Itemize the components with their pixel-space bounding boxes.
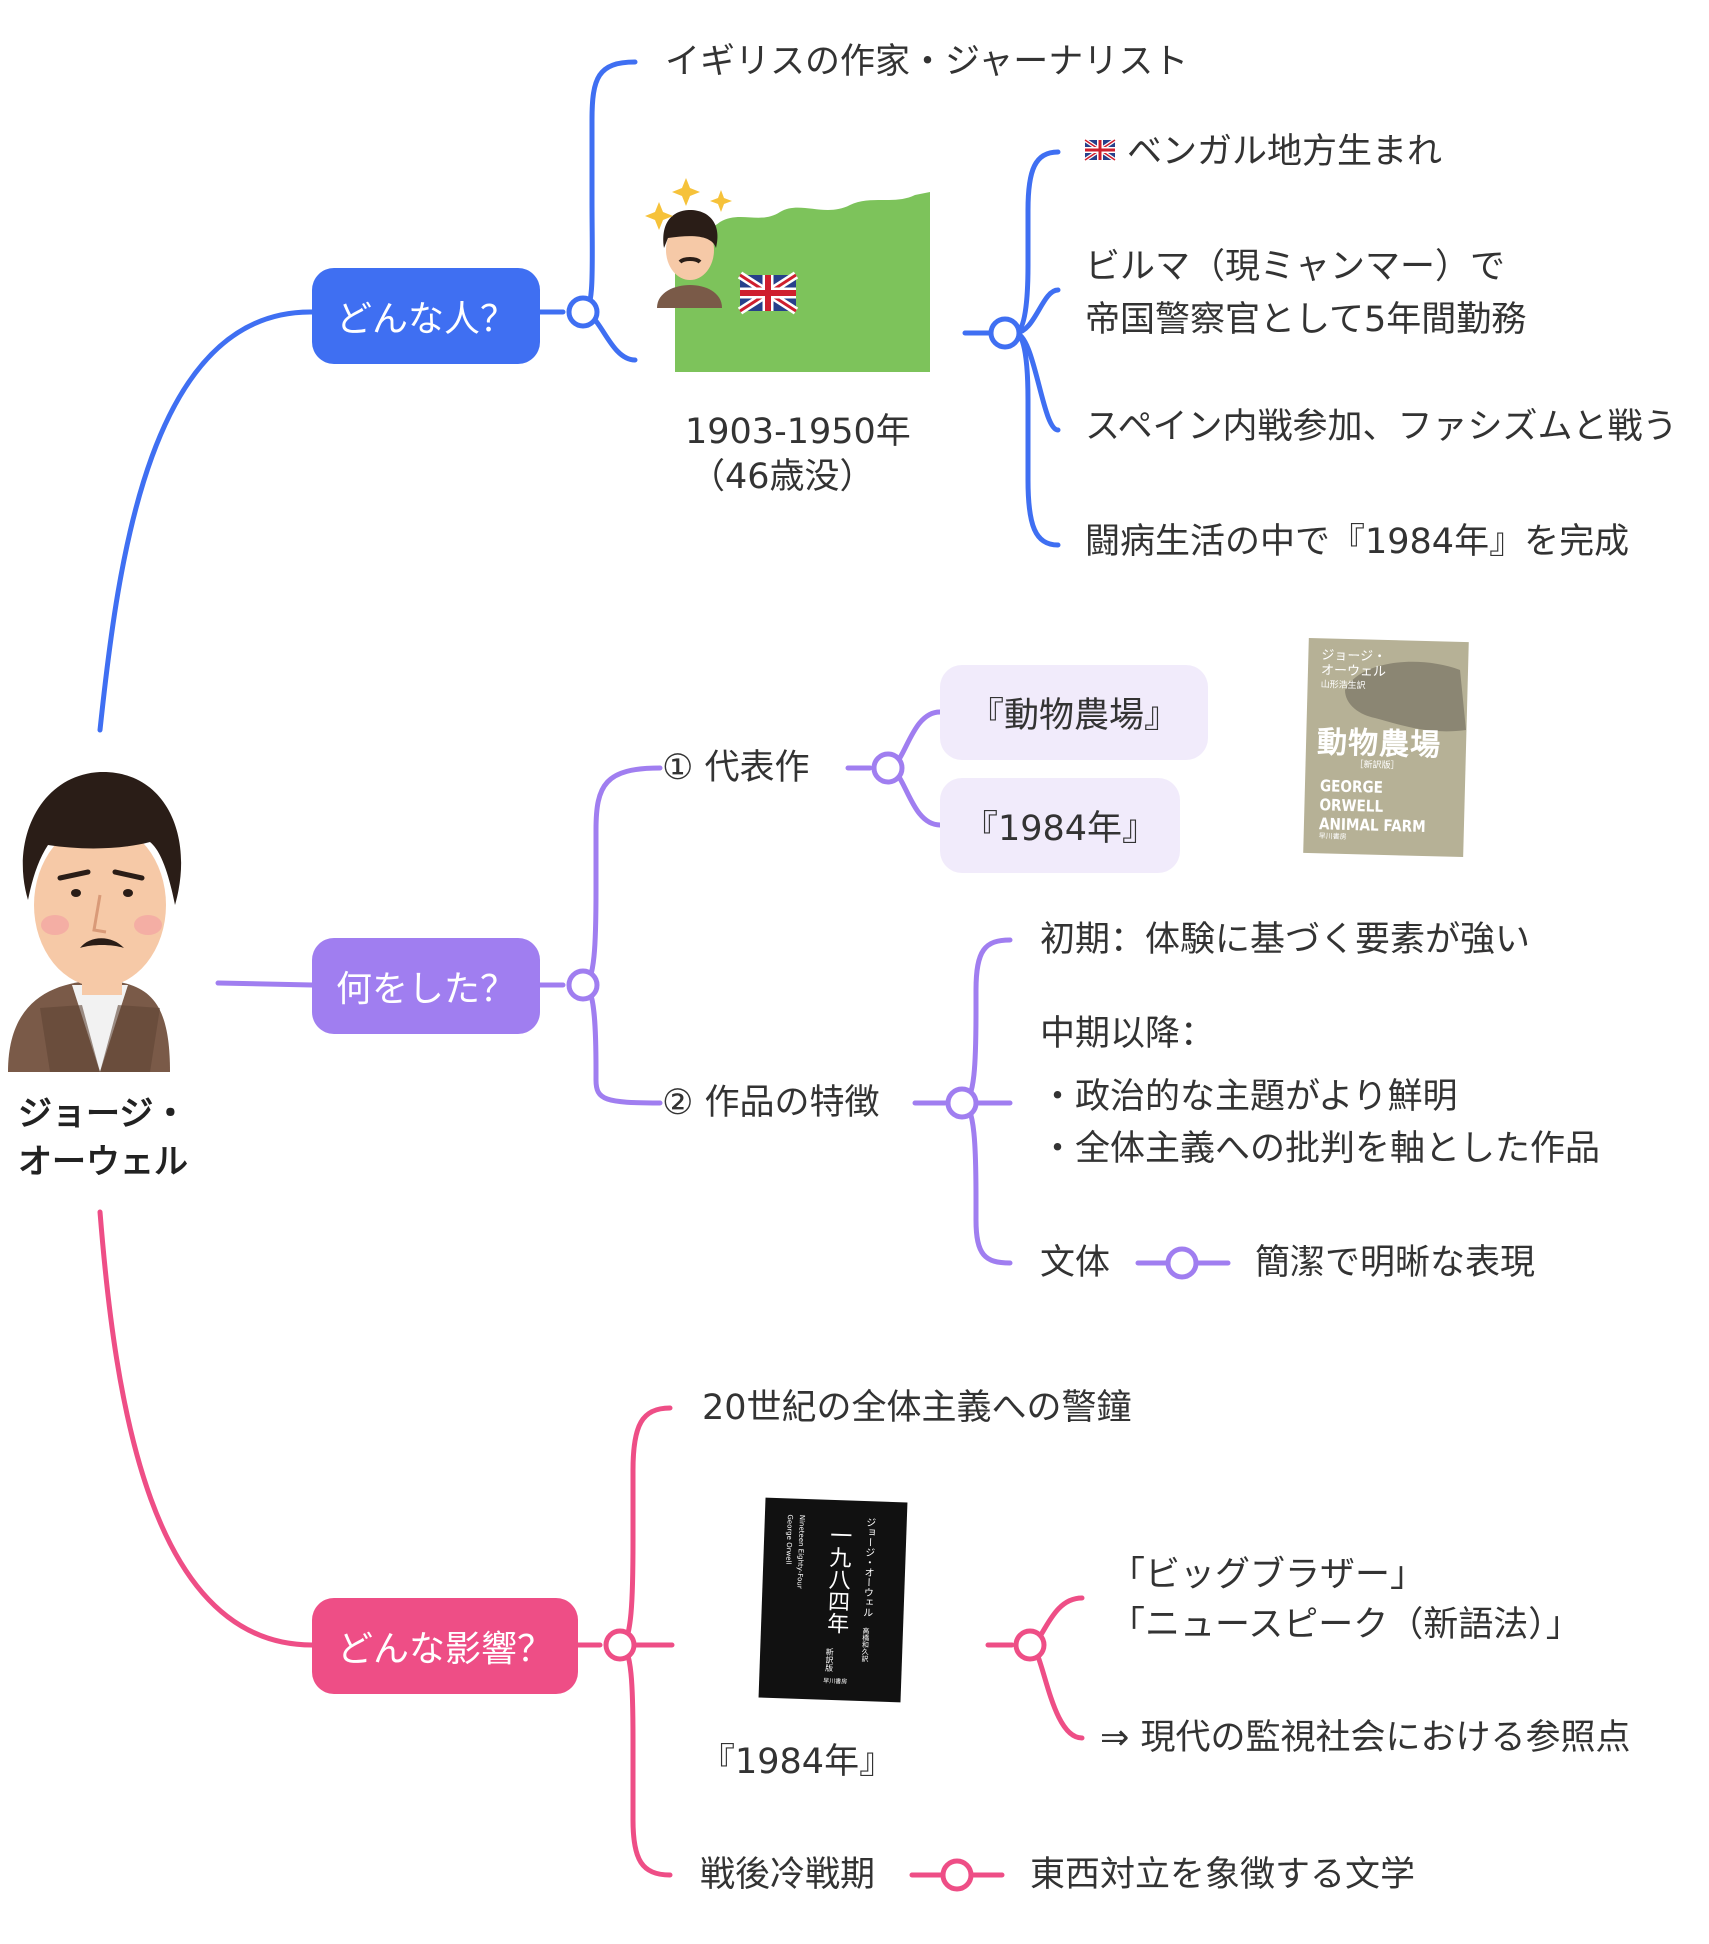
work-animal-farm-node[interactable]: 『動物農場』 (940, 665, 1208, 760)
animal-farm-book: ジョージ・ オーウェル 山形浩生訳 動物農場 ［新訳版］ GEORGE ORWE… (1312, 646, 1467, 850)
1984-title-jp: 一九八四年 (822, 1523, 852, 1635)
work-1984-node[interactable]: 『1984年』 (940, 778, 1180, 873)
europe-map-illustration (645, 178, 930, 372)
middle-period-label: 中期以降： (1040, 1014, 1216, 1054)
middle-item-totalitarianism: ・全体主義への批判を軸とした作品 (1040, 1129, 1601, 1169)
life-years-text: 1903-1950年 (685, 412, 911, 452)
burma-line1-text: ビルマ（現ミャンマー）で (1085, 247, 1506, 287)
branch-what-node[interactable]: 何をした？ (312, 938, 540, 1034)
1984-book-cover (758, 1497, 908, 1703)
middle-item-political: ・政治的な主題がより鮮明 (1040, 1077, 1458, 1117)
age-at-death-text: （46歳没） (690, 457, 875, 497)
features-label: ② 作品の特徴 (662, 1083, 880, 1123)
1984-publisher: 早川書房 (823, 1677, 848, 1686)
pink-connectors (97, 1209, 1085, 1878)
newspeak-term: 「ニュースピーク（新語法）」 (1110, 1605, 1581, 1645)
style-label: 文体 (1040, 1243, 1111, 1283)
animal-farm-publisher: 早川書房 (1318, 832, 1347, 841)
animal-farm-cover-art (1303, 637, 1469, 858)
1984-book: 一九八四年 新訳版 ジョージ・オーウェル George Orwell Ninet… (765, 1504, 904, 1698)
birthplace-text: ベンガル地方生まれ (1127, 132, 1443, 172)
cold-war-value: 東西対立を象徴する文学 (1030, 1855, 1416, 1895)
animal-farm-title-en: GEORGE ORWELL ANIMAL FARM (1318, 776, 1426, 836)
surveillance-reference-text: ⇒ 現代の監視社会における参照点 (1100, 1718, 1631, 1758)
purple-node-dot (1165, 1246, 1199, 1280)
1984-caption: 『1984年』 (700, 1742, 895, 1782)
purple-node-dot (871, 751, 905, 785)
early-works-text: 初期：体験に基づく要素が強い (1040, 920, 1531, 960)
burma-line2-text: 帝国警察官として5年間勤務 (1085, 300, 1527, 340)
uk-flag-icon (1083, 138, 1117, 162)
spanish-civil-war-text: スペイン内戦参加、ファシズムと戦う (1085, 407, 1678, 447)
blue-node-dot (988, 316, 1022, 350)
animal-farm-title-jp: 動物農場 (1316, 725, 1442, 764)
root-name-line1: ジョージ・ (18, 1094, 188, 1134)
occupation-text: イギリスの作家・ジャーナリスト (665, 42, 1189, 82)
pink-node-dot (1013, 1628, 1047, 1662)
warning-text: 20世紀の全体主義への警鐘 (702, 1388, 1132, 1428)
1984-edition: 新訳版 (824, 1647, 835, 1673)
purple-node-dot (566, 968, 600, 1002)
1984-translator: 高橋和久訳 (860, 1626, 871, 1663)
style-value: 簡潔で明晰な表現 (1255, 1243, 1536, 1283)
completed-1984-text: 闘病生活の中で『1984年』を完成 (1085, 522, 1630, 562)
purple-node-dot (945, 1086, 979, 1120)
branch-who-node[interactable]: どんな人？ (312, 268, 540, 364)
orwell-portrait-illustration (8, 771, 182, 1072)
major-works-label: ① 代表作 (662, 748, 810, 788)
1984-author-en: George Orwell (784, 1514, 794, 1565)
blue-connectors (97, 59, 1061, 733)
animal-farm-translator: 山形浩生訳 (1320, 680, 1366, 692)
animal-farm-author-jp: ジョージ・ オーウェル (1320, 648, 1387, 680)
1984-author-jp: ジョージ・オーウェル (860, 1516, 875, 1618)
animal-farm-edition: ［新訳版］ (1354, 760, 1400, 772)
branch-influence-node[interactable]: どんな影響？ (312, 1598, 578, 1694)
big-brother-term: 「ビッグブラザー」 (1110, 1555, 1426, 1595)
pink-node-dot (603, 1628, 637, 1662)
root-name-line2: オーウェル (18, 1142, 188, 1182)
pink-node-dot (940, 1858, 974, 1892)
blue-node-dot (566, 295, 600, 329)
1984-title-en: Nineteen Eighty-Four (795, 1514, 806, 1589)
cold-war-label: 戦後冷戦期 (700, 1855, 876, 1895)
